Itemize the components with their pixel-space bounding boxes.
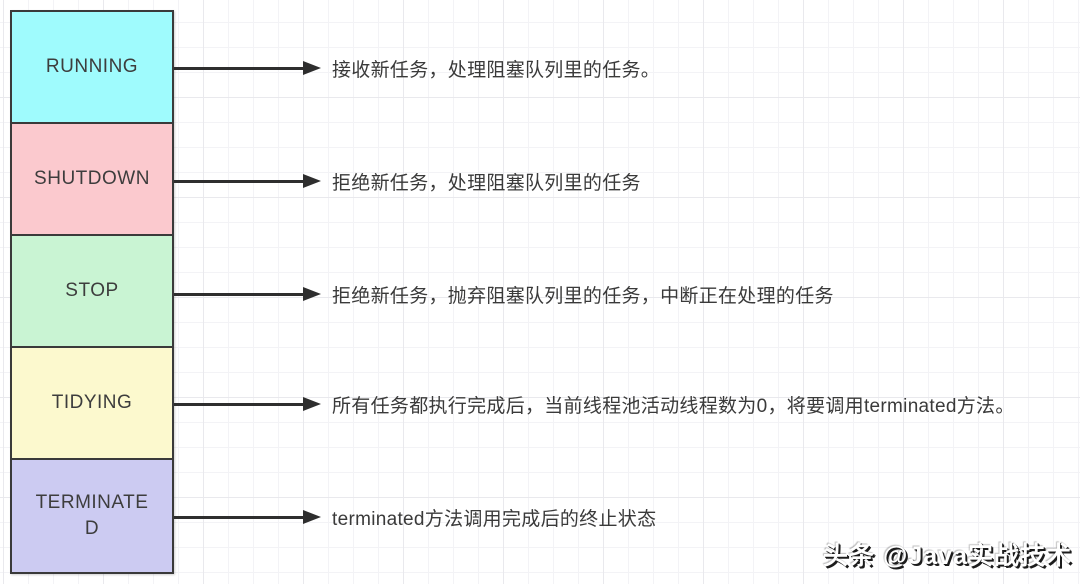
arrow-shaft — [174, 402, 303, 406]
state-label-running: RUNNING — [45, 56, 139, 78]
arrowhead-icon — [303, 61, 321, 75]
description-row-tidying: 所有任务都执行完成后，当前线程池活动线程数为0，将要调用terminated方法… — [174, 384, 1015, 424]
right-arrow-icon — [174, 397, 321, 411]
right-arrow-icon — [174, 61, 321, 75]
description-row-shutdown: 拒绝新任务，处理阻塞队列里的任务 — [174, 161, 641, 201]
right-arrow-icon — [174, 510, 321, 524]
state-label-terminated: TERMINATED — [35, 492, 149, 539]
description-row-terminated: terminated方法调用完成后的终止状态 — [174, 497, 656, 537]
arrow-shaft — [174, 66, 303, 70]
state-box-terminated: TERMINATED — [12, 460, 172, 572]
state-description-shutdown: 拒绝新任务，处理阻塞队列里的任务 — [332, 172, 641, 194]
right-arrow-icon — [174, 174, 321, 188]
arrowhead-icon — [303, 174, 321, 188]
state-description-running: 接收新任务，处理阻塞队列里的任务。 — [332, 59, 661, 81]
state-stack: RUNNING SHUTDOWN STOP TIDYING TERMINATED — [10, 10, 174, 574]
state-description-tidying: 所有任务都执行完成后，当前线程池活动线程数为0，将要调用terminated方法… — [332, 395, 1015, 417]
state-box-stop: STOP — [12, 236, 172, 348]
right-arrow-icon — [174, 287, 321, 301]
arrowhead-icon — [303, 397, 321, 411]
arrow-shaft — [174, 292, 303, 296]
arrow-shaft — [174, 515, 303, 519]
arrow-shaft — [174, 179, 303, 183]
description-row-stop: 拒绝新任务，抛弃阻塞队列里的任务，中断正在处理的任务 — [174, 274, 834, 314]
watermark-text: 头条 @Java实战技术 — [823, 542, 1072, 570]
state-description-terminated: terminated方法调用完成后的终止状态 — [332, 508, 657, 530]
state-box-shutdown: SHUTDOWN — [12, 124, 172, 236]
state-box-tidying: TIDYING — [12, 348, 172, 460]
state-label-shutdown: SHUTDOWN — [34, 168, 150, 190]
state-label-stop: STOP — [65, 280, 119, 302]
state-description-stop: 拒绝新任务，抛弃阻塞队列里的任务，中断正在处理的任务 — [332, 285, 834, 307]
state-label-tidying: TIDYING — [51, 392, 133, 414]
arrowhead-icon — [303, 287, 321, 301]
description-row-running: 接收新任务，处理阻塞队列里的任务。 — [174, 48, 660, 88]
state-box-running: RUNNING — [12, 12, 172, 124]
arrowhead-icon — [303, 510, 321, 524]
